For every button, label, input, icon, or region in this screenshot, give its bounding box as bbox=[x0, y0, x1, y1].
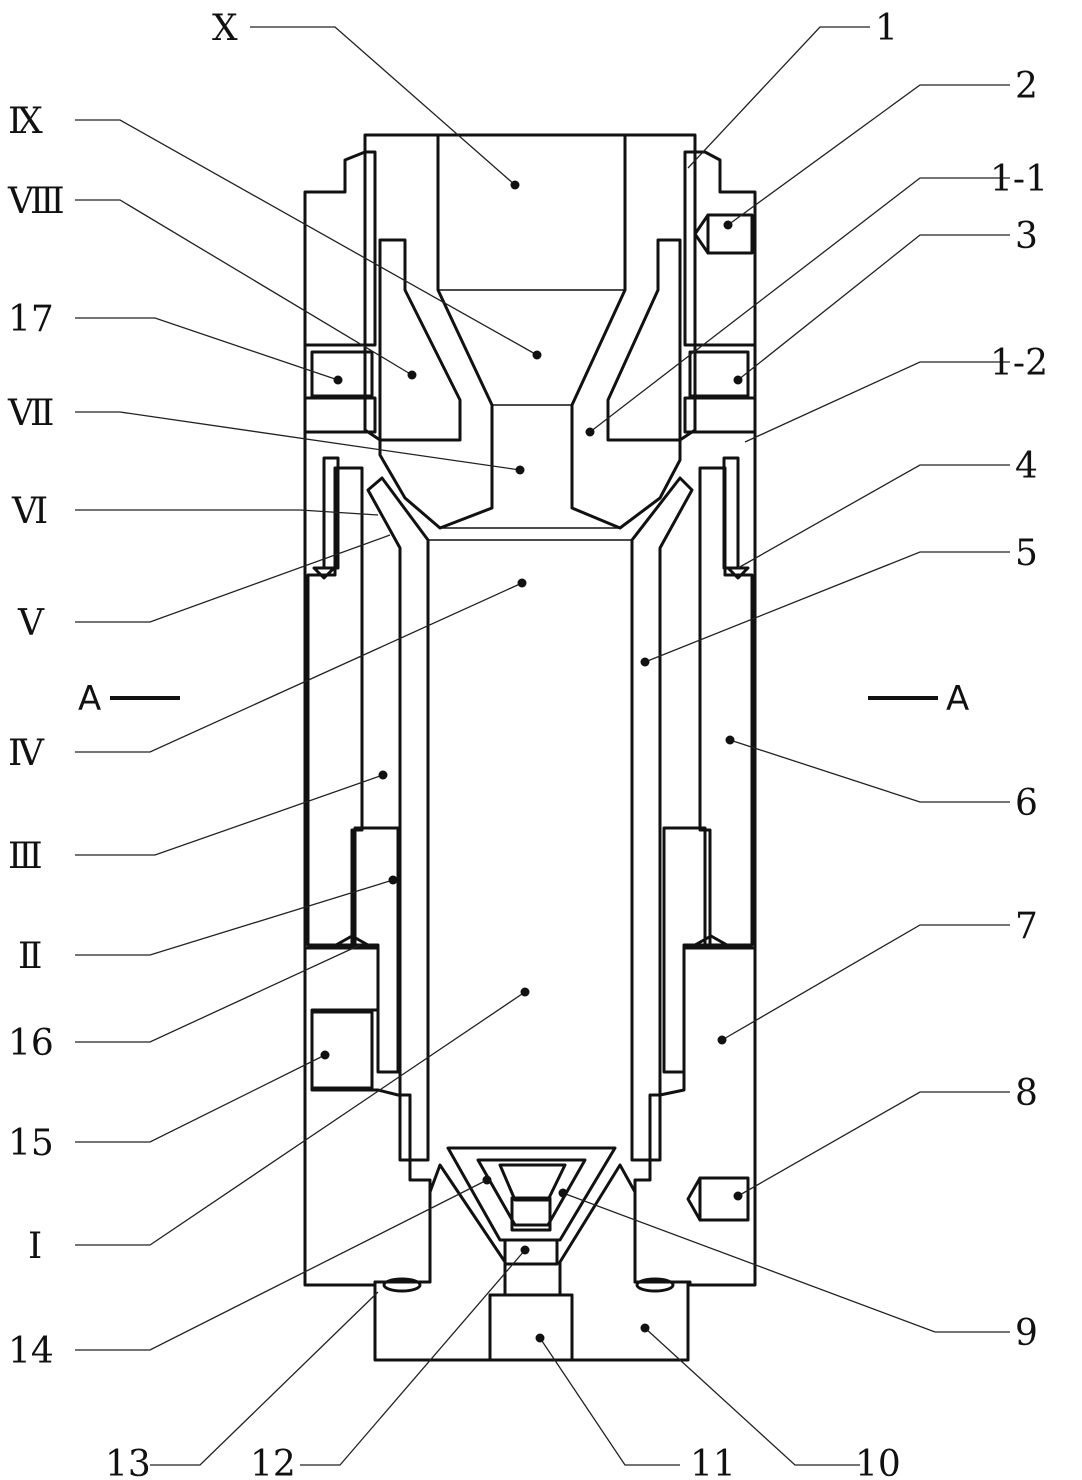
label-V: Ⅴ bbox=[17, 603, 45, 644]
label-12: 12 bbox=[250, 1444, 296, 1480]
label-14: 14 bbox=[8, 1331, 54, 1372]
middle-sleeves bbox=[336, 828, 727, 1072]
label-11: 11 bbox=[690, 1444, 736, 1480]
label-1-1: 1-1 bbox=[990, 159, 1048, 200]
label-7: 7 bbox=[1015, 906, 1038, 947]
label-16: 16 bbox=[8, 1023, 54, 1064]
leader-lines bbox=[75, 27, 1010, 1465]
section-label-right: A bbox=[946, 679, 969, 719]
label-X: Ⅹ bbox=[212, 8, 238, 49]
label-6: 6 bbox=[1015, 783, 1038, 824]
label-1: 1 bbox=[875, 8, 898, 49]
label-VI: Ⅵ bbox=[11, 491, 48, 532]
label-8: 8 bbox=[1015, 1073, 1038, 1114]
label-3: 3 bbox=[1015, 216, 1038, 257]
label-II: Ⅱ bbox=[18, 936, 42, 977]
label-IX: Ⅸ bbox=[8, 101, 43, 142]
label-5: 5 bbox=[1015, 533, 1038, 574]
label-15: 15 bbox=[8, 1123, 54, 1164]
label-9: 9 bbox=[1015, 1313, 1038, 1354]
label-IV: Ⅳ bbox=[8, 733, 45, 774]
label-13: 13 bbox=[105, 1444, 151, 1480]
section-mark-right: A bbox=[868, 679, 969, 719]
lower-body bbox=[305, 948, 755, 1285]
label-10: 10 bbox=[855, 1444, 901, 1480]
bottom-labels: 13 12 11 10 bbox=[105, 1444, 901, 1480]
cone-insert bbox=[448, 1148, 615, 1264]
label-VIII: Ⅷ bbox=[7, 181, 65, 222]
filter-pack bbox=[308, 458, 752, 945]
section-label-left: A bbox=[78, 679, 101, 719]
section-mark-left: A bbox=[78, 679, 180, 719]
label-2: 2 bbox=[1015, 66, 1038, 107]
label-4: 4 bbox=[1015, 446, 1038, 487]
label-I: Ⅰ bbox=[28, 1226, 42, 1267]
left-labels: Ⅸ Ⅷ 17 Ⅶ Ⅵ Ⅴ Ⅳ Ⅲ Ⅱ 16 15 Ⅰ 14 bbox=[7, 101, 65, 1372]
label-III: Ⅲ bbox=[8, 836, 43, 877]
label-VII: Ⅶ bbox=[7, 393, 54, 434]
label-1-2: 1-2 bbox=[990, 343, 1048, 384]
top-cap bbox=[365, 135, 695, 528]
inner-tube bbox=[368, 478, 692, 1160]
top-labels: Ⅹ bbox=[212, 8, 238, 49]
label-17: 17 bbox=[8, 299, 54, 340]
